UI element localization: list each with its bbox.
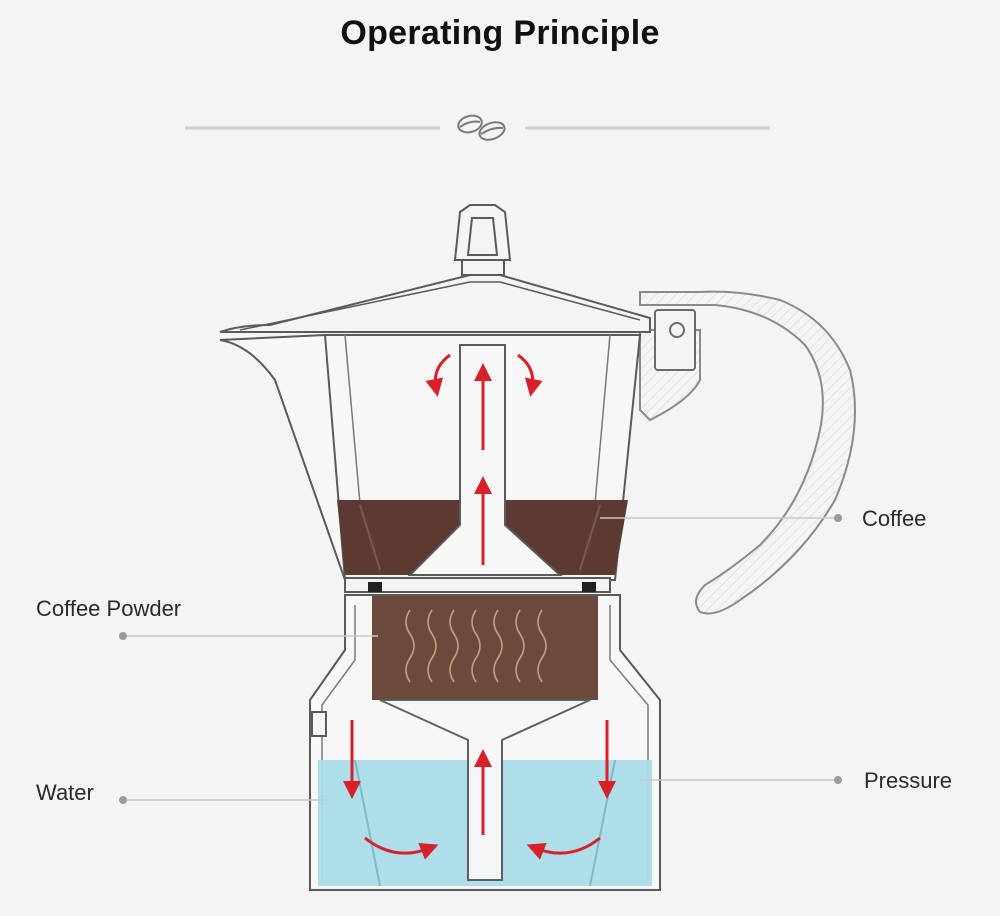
flow-arrow-icon xyxy=(425,353,451,397)
label-pressure: Pressure xyxy=(864,768,953,793)
center-tube xyxy=(407,344,563,576)
pot-lid xyxy=(219,274,651,333)
flow-arrow-icon xyxy=(364,836,439,860)
label-coffee: Coffee xyxy=(862,506,927,531)
lid-knob xyxy=(453,204,512,276)
flow-arrows xyxy=(343,353,616,860)
leader-lines xyxy=(125,517,835,801)
lower-funnel xyxy=(379,699,591,881)
label-water: Water xyxy=(36,780,94,805)
page-title: Operating Principle xyxy=(340,14,660,52)
flow-arrow-icon xyxy=(526,836,601,860)
flow-arrow-icon xyxy=(517,353,543,397)
pot-handle xyxy=(639,290,856,615)
label-coffee-powder: Coffee Powder xyxy=(36,596,182,621)
title-divider xyxy=(185,114,770,141)
coffee-grounds xyxy=(372,596,598,700)
coffee-beans-icon xyxy=(457,114,506,141)
